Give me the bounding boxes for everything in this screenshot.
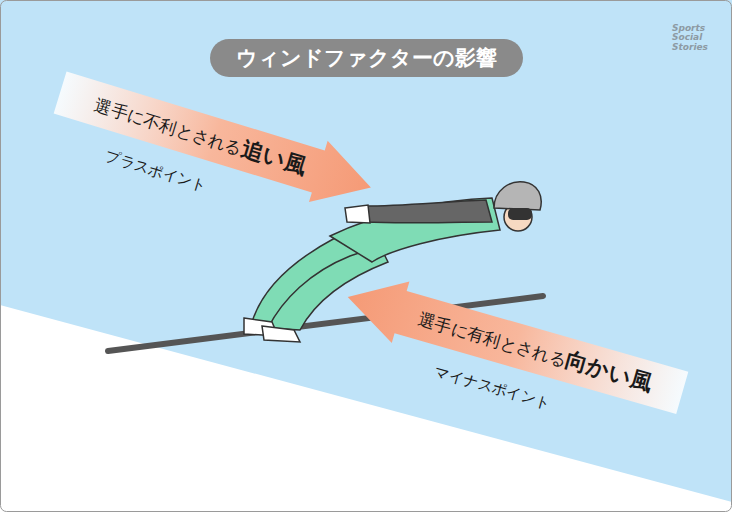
torso xyxy=(330,198,500,262)
arm xyxy=(365,200,492,223)
arrow-body xyxy=(339,266,691,423)
title-pill: ウィンドファクターの影響 xyxy=(210,39,523,77)
goggles xyxy=(508,208,532,220)
helmet xyxy=(494,182,541,210)
snow-slope xyxy=(0,305,732,512)
glove xyxy=(345,205,370,223)
watermark: Sports Social Stories xyxy=(672,24,718,52)
boot xyxy=(262,326,300,342)
arrow-body xyxy=(50,62,380,218)
